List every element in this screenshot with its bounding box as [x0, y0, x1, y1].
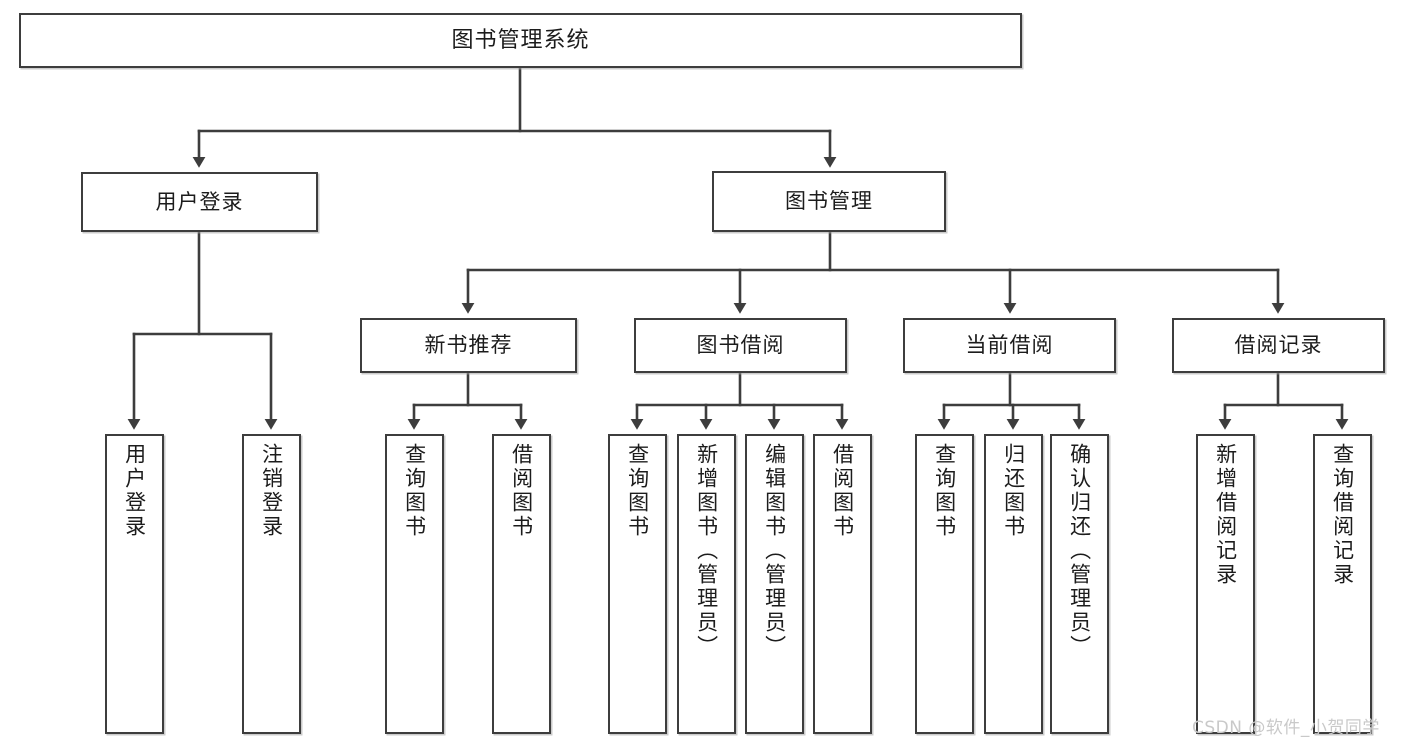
- node-label: 图书借阅: [696, 333, 785, 358]
- leaf-confirm-return-admin[interactable]: 确认归还（管理员）: [1050, 434, 1109, 734]
- node-label: 用户登录: [155, 189, 244, 214]
- leaf-user-login[interactable]: 用户登录: [105, 434, 164, 734]
- node-label: 确认归还（管理员）: [1067, 443, 1092, 659]
- node-label: 归还图书: [1001, 443, 1026, 539]
- node-label: 借阅图书: [830, 443, 855, 539]
- node-label: 借阅图书: [509, 443, 534, 539]
- node-label: 图书管理系统: [451, 27, 590, 53]
- leaf-borrow-book-recommend[interactable]: 借阅图书: [492, 434, 551, 734]
- node-label: 注销登录: [259, 443, 284, 539]
- node-new-book-recommend[interactable]: 新书推荐: [360, 318, 577, 373]
- leaf-add-borrow-record[interactable]: 新增借阅记录: [1196, 434, 1255, 734]
- node-user-login[interactable]: 用户登录: [81, 172, 318, 232]
- node-label: 查询图书: [625, 443, 650, 539]
- node-label: 新书推荐: [424, 333, 513, 358]
- leaf-add-book-admin[interactable]: 新增图书（管理员）: [677, 434, 736, 734]
- leaf-query-book-current[interactable]: 查询图书: [915, 434, 974, 734]
- node-label: 查询图书: [932, 443, 957, 539]
- node-label: 查询借阅记录: [1330, 443, 1355, 587]
- leaf-query-book-borrow[interactable]: 查询图书: [608, 434, 667, 734]
- node-label: 新增图书（管理员）: [694, 443, 719, 659]
- node-label: 图书管理: [785, 189, 873, 214]
- leaf-edit-book-admin[interactable]: 编辑图书（管理员）: [745, 434, 804, 734]
- node-root-system[interactable]: 图书管理系统: [19, 13, 1022, 68]
- leaf-query-book-recommend[interactable]: 查询图书: [385, 434, 444, 734]
- node-label: 借阅记录: [1234, 333, 1323, 358]
- node-current-borrow[interactable]: 当前借阅: [903, 318, 1116, 373]
- leaf-query-borrow-record[interactable]: 查询借阅记录: [1313, 434, 1372, 734]
- node-book-borrow[interactable]: 图书借阅: [634, 318, 847, 373]
- node-book-management[interactable]: 图书管理: [712, 171, 946, 232]
- node-label: 新增借阅记录: [1213, 443, 1238, 587]
- node-label: 当前借阅: [965, 333, 1054, 358]
- leaf-logout[interactable]: 注销登录: [242, 434, 301, 734]
- leaf-borrow-book[interactable]: 借阅图书: [813, 434, 872, 734]
- node-label: 用户登录: [122, 443, 147, 539]
- watermark: CSDN @软件_小贺同学: [1192, 718, 1380, 738]
- leaf-return-book[interactable]: 归还图书: [984, 434, 1043, 734]
- node-borrow-record[interactable]: 借阅记录: [1172, 318, 1385, 373]
- node-label: 查询图书: [402, 443, 427, 539]
- node-label: 编辑图书（管理员）: [762, 443, 787, 659]
